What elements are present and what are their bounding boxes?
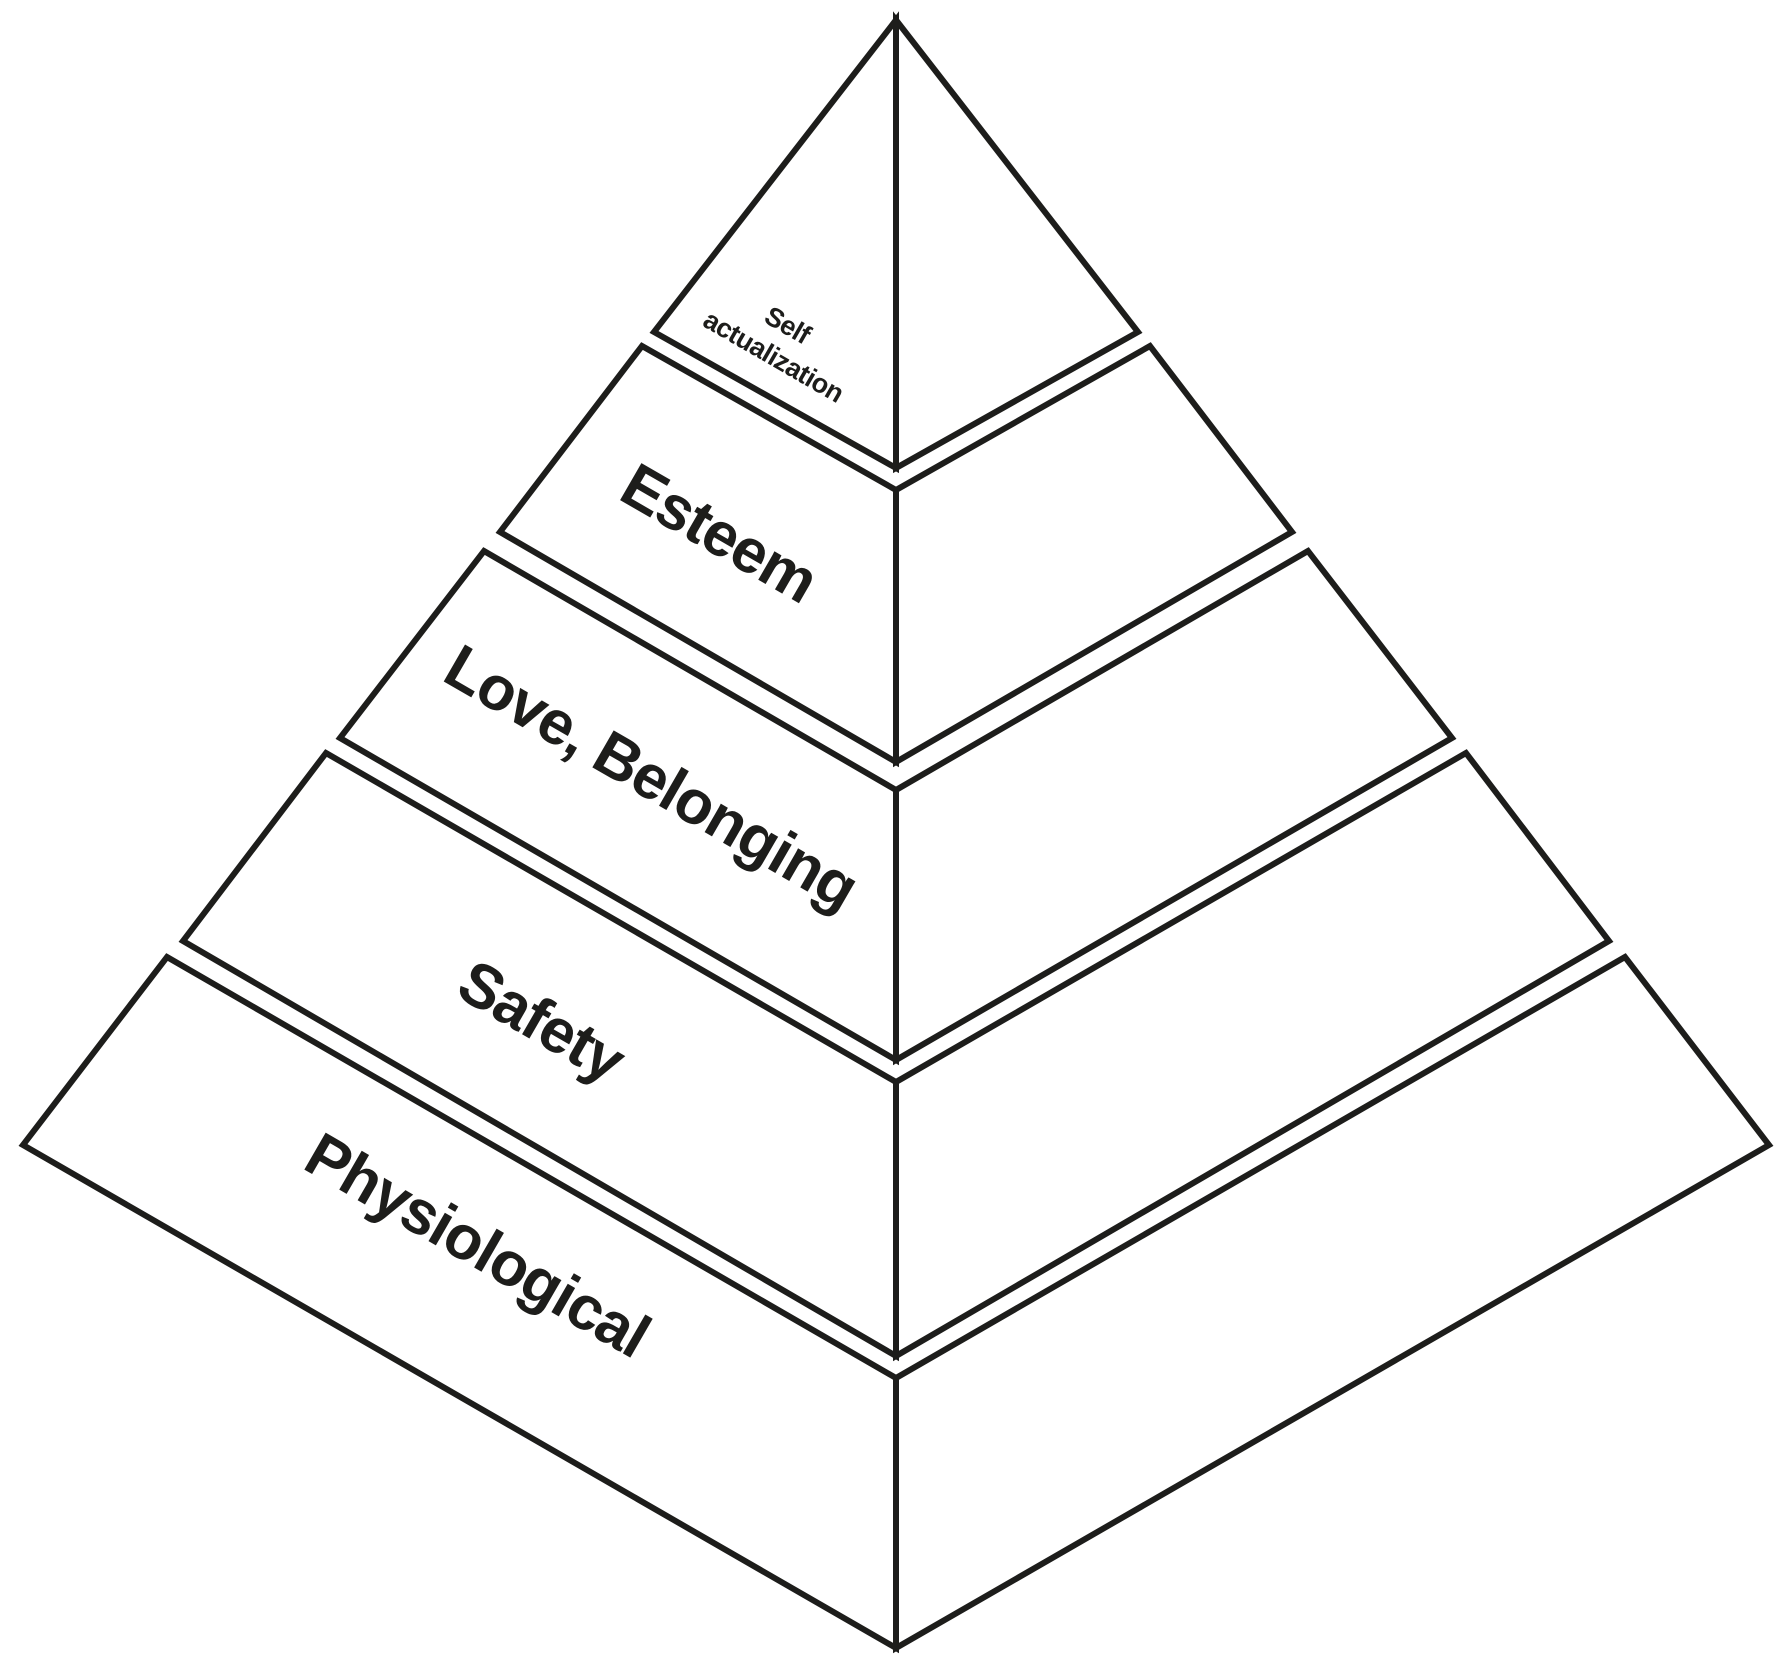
face-safety-right	[893, 749, 1614, 1362]
face-physiological-right	[893, 953, 1774, 1654]
face-love-belonging-right	[893, 547, 1457, 1066]
face-esteem-right	[893, 342, 1297, 768]
face-self-actualization-right	[893, 11, 1143, 474]
